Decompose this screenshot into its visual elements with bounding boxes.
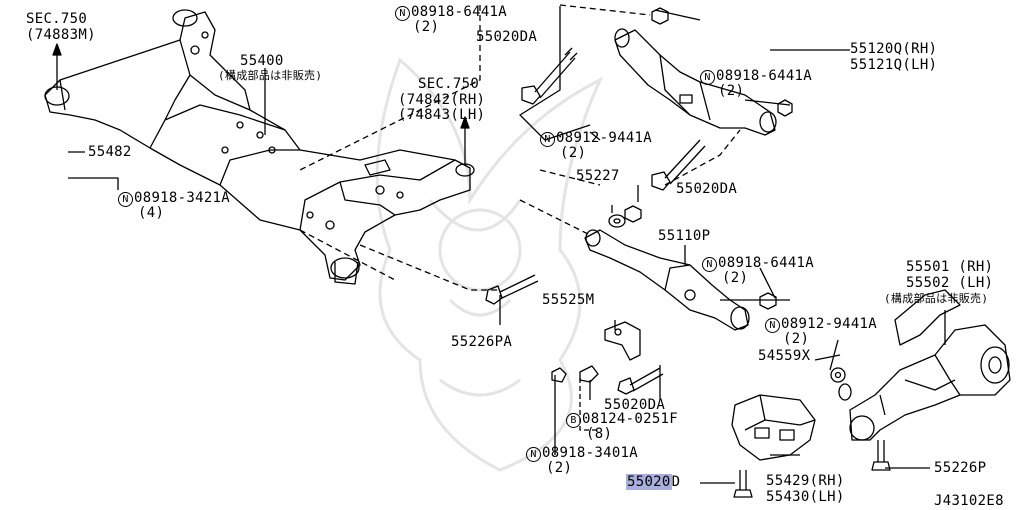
label-55226P[interactable]: 55226P — [934, 460, 987, 476]
bolt-55226P — [871, 440, 891, 471]
label-55400[interactable]: 55400 — [240, 53, 284, 69]
label-74843LH[interactable]: (74843(LH) — [398, 107, 486, 123]
label-55020DA-low[interactable]: 55020DA — [604, 397, 666, 413]
bracket-55525M — [604, 321, 641, 361]
label-55110P[interactable]: 55110P — [658, 228, 711, 244]
label-55525M[interactable]: 55525M — [542, 292, 595, 308]
highlighted-part-number[interactable]: 55020 — [626, 474, 672, 490]
crossmember-55400 — [44, 9, 475, 285]
nut-symbol-icon: N — [765, 318, 780, 333]
bolt-symbol-icon: B — [566, 413, 581, 428]
label-sec750-left[interactable]: SEC.750 — [26, 11, 88, 27]
label-55502[interactable]: 55502 (LH) — [906, 275, 994, 291]
diagram-id: J43102E8 — [934, 493, 1004, 509]
label-55400-note: (構成部品は非販売) — [218, 69, 323, 82]
bolt-55226PA — [485, 274, 539, 305]
label-55501-note: (構成部品は非販売) — [884, 292, 989, 305]
label-54559X[interactable]: 54559X — [758, 348, 811, 364]
watermark-emblem — [375, 57, 604, 472]
nut-symbol-icon: N — [702, 257, 717, 272]
nut-08918-3401A — [551, 367, 567, 383]
label-55020DA-mid[interactable]: 55020DA — [676, 181, 738, 197]
bolt-55020DA-mid — [651, 139, 706, 191]
label-08918-6441A-top-qty: (2) — [413, 19, 440, 35]
label-74883M[interactable]: (74883M) — [26, 27, 96, 43]
label-08124-0251F-qty: (8) — [586, 426, 613, 442]
label-55020DA-top[interactable]: 55020DA — [476, 29, 538, 45]
bolt-55020DA-top — [521, 47, 578, 105]
nut-symbol-icon: N — [540, 132, 555, 147]
label-08912-9441A-top-qty: (2) — [560, 145, 587, 161]
nut-symbol-icon: N — [118, 192, 133, 207]
bolt-55020DA-low — [617, 367, 664, 395]
label-55120Q[interactable]: 55120Q(RH) — [850, 41, 938, 57]
washer-54559X — [830, 367, 852, 401]
label-08918-3401A-qty: (2) — [546, 460, 573, 476]
label-55429[interactable]: 55429(RH) — [766, 473, 845, 489]
lower-link-55110P — [584, 229, 777, 331]
nut-symbol-icon: N — [700, 70, 715, 85]
label-74842RH[interactable]: (74842(RH) — [398, 92, 486, 108]
mount-55429 — [731, 394, 816, 498]
washer-55227 — [608, 205, 642, 228]
label-08918-3421A-qty: (4) — [138, 205, 165, 221]
label-55121Q[interactable]: 55121Q(LH) — [850, 57, 938, 73]
leader-lines — [52, 4, 946, 484]
upper-link-55120Q — [614, 7, 793, 136]
label-08912-9441A-low-qty: (2) — [783, 331, 810, 347]
label-08918-6441A-mid-qty: (2) — [718, 83, 745, 99]
nut-symbol-icon: N — [395, 6, 410, 21]
label-55020D-highlighted[interactable]: 55020D — [626, 474, 681, 490]
label-55227[interactable]: 55227 — [576, 168, 620, 184]
label-55430[interactable]: 55430(LH) — [766, 489, 845, 505]
bolt-08124-0251F — [579, 365, 599, 400]
label-55226PA[interactable]: 55226PA — [451, 334, 513, 350]
nut-symbol-icon: N — [526, 447, 541, 462]
knuckle-55501 — [849, 289, 1011, 441]
label-55482[interactable]: 55482 — [88, 144, 132, 160]
label-sec750-mid[interactable]: SEC.750 — [418, 76, 480, 92]
label-08918-6441A-low-qty: (2) — [722, 270, 749, 286]
label-55501[interactable]: 55501 (RH) — [906, 259, 994, 275]
